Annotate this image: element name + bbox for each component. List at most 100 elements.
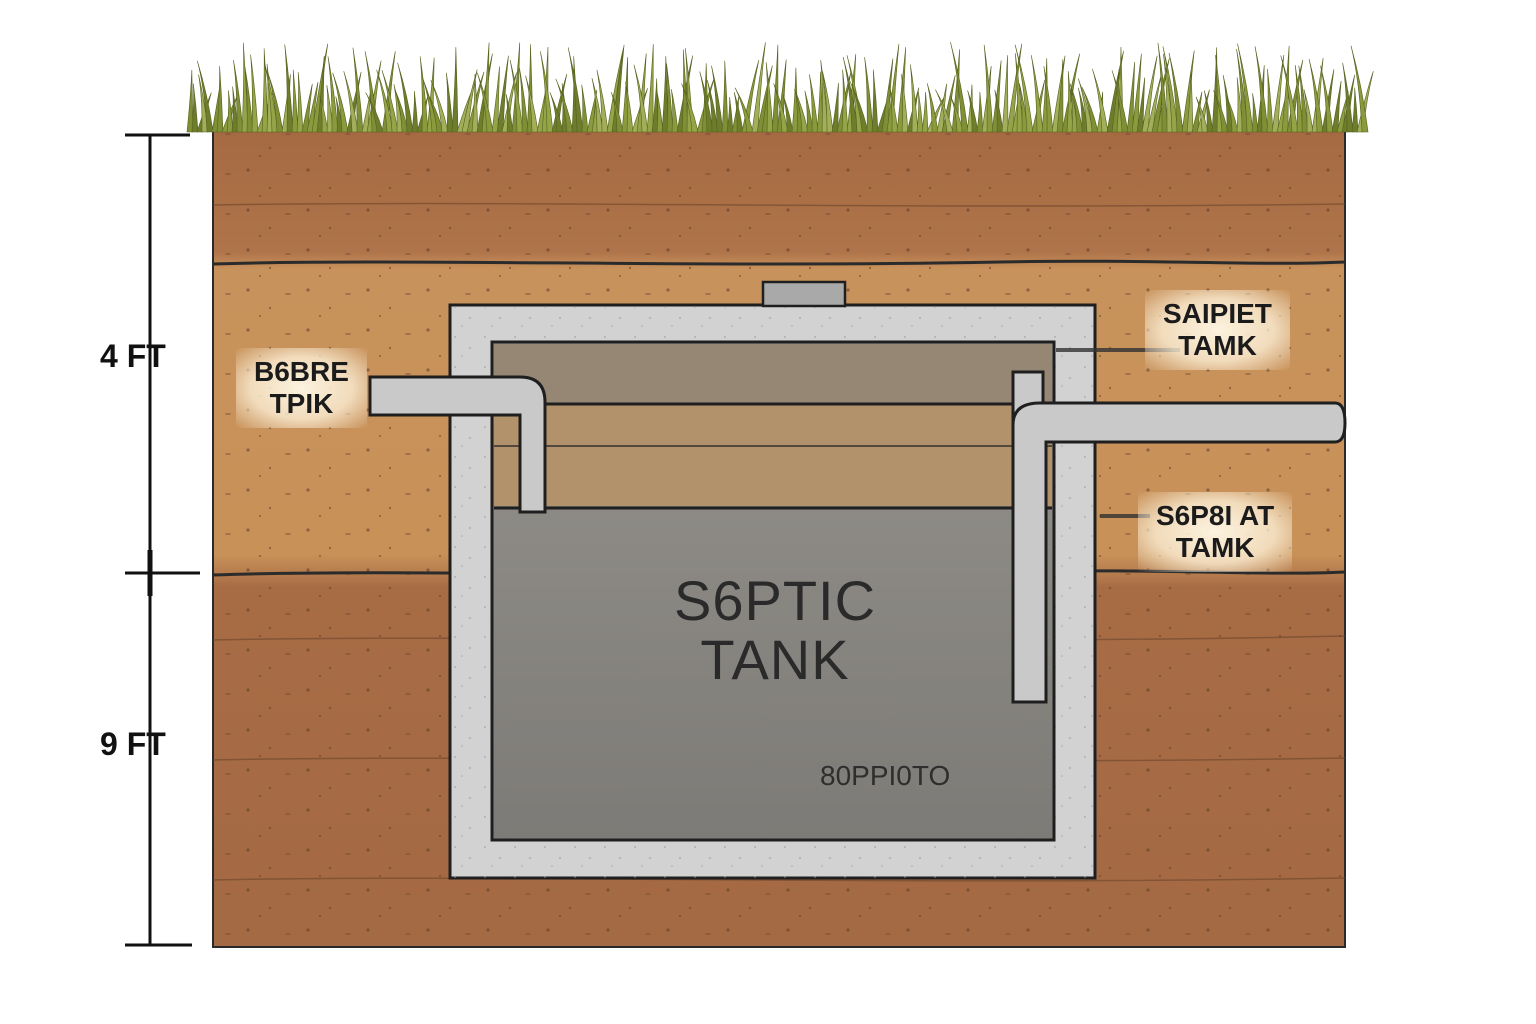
inlet-pipe [368, 375, 547, 514]
grass-blade [186, 70, 194, 133]
grass-blade [1056, 59, 1064, 133]
grass-blade [555, 78, 574, 133]
dimension-upper-label: 4 FT [100, 338, 166, 374]
dimension-line [125, 133, 200, 947]
grass-blade [1186, 71, 1194, 133]
grass-blade [656, 90, 664, 133]
grass-blade [451, 47, 459, 133]
grass-blade [976, 91, 984, 133]
grass-blade [916, 91, 924, 133]
grass-blade [1131, 53, 1142, 133]
grass-blade [1092, 68, 1109, 133]
grass-blade [773, 83, 789, 133]
grass-blade [864, 57, 874, 133]
grass-blade [983, 44, 994, 133]
grass-blade [871, 69, 879, 133]
grass-blade [1141, 55, 1158, 133]
tank-main-label-line1: S6PTIC [673, 569, 877, 632]
upper-right-label-line1: SAIPIET [1163, 298, 1272, 329]
grass-blade [496, 55, 509, 133]
grass-blade [301, 83, 313, 133]
grass-blade [1351, 87, 1359, 133]
grass-blade [197, 60, 214, 133]
grass-blade [397, 62, 414, 133]
grass-blade [581, 84, 589, 133]
grass-blade [888, 84, 899, 133]
grass-blade [967, 90, 979, 133]
grass-blade [910, 64, 919, 133]
grass-blade [771, 44, 779, 133]
grass-blade [809, 74, 819, 133]
grass-blade [1162, 46, 1179, 133]
grass-blade [1308, 58, 1324, 133]
grass-blade [1126, 61, 1135, 133]
grass-blade [1266, 68, 1274, 133]
grass-blade [936, 83, 947, 133]
grass-blade [250, 54, 259, 133]
grass-blade [681, 83, 699, 133]
grass-layer [186, 41, 1374, 133]
inlet-label-line2: TPIK [269, 388, 334, 419]
grass-blade [935, 89, 954, 133]
grass-blade [476, 72, 494, 133]
grass-blade [765, 62, 774, 133]
lower-right-label-line2: TAMK [1175, 532, 1255, 563]
grass-blade [519, 67, 529, 133]
grass-blade [1043, 66, 1054, 133]
grass-blade [1111, 70, 1129, 133]
grass-blade [1001, 55, 1009, 133]
grass-blade [461, 69, 478, 133]
grass-blade [525, 75, 539, 133]
grass-blade [352, 47, 364, 133]
grass-blade [471, 74, 479, 133]
grass-blade [822, 71, 834, 133]
grass-blade [426, 92, 444, 133]
grass-blade [430, 80, 449, 133]
grass-blade [950, 41, 969, 133]
grass-blade [1342, 62, 1354, 133]
grass-blade [549, 92, 564, 133]
grass-blade [491, 66, 500, 133]
grass-blade [1014, 44, 1034, 133]
grass-blade [751, 42, 766, 133]
grass-blade [994, 89, 1004, 133]
upper-right-label: SAIPIET TAMK [1145, 290, 1290, 370]
grass-blade [1204, 90, 1214, 133]
grass-blade [733, 92, 744, 133]
grass-blade [711, 65, 724, 133]
grass-blade [1251, 93, 1259, 133]
grass-blade [734, 87, 754, 133]
grass-blade [365, 92, 384, 133]
grass-blade [1006, 43, 1023, 133]
grass-blade [567, 47, 584, 133]
tank-mark-label: 80PPI0TO [820, 760, 951, 791]
grass-blade [343, 71, 359, 133]
grass-blade [611, 92, 624, 133]
grass-blade [419, 56, 429, 133]
grass-blade [1191, 91, 1203, 133]
grass-blade [666, 63, 674, 133]
grass-blade [332, 72, 349, 133]
grass-blade [1157, 42, 1169, 133]
grass-blade [509, 59, 524, 133]
grass-blade [1069, 83, 1084, 133]
inlet-label-line1: B6BRE [254, 356, 349, 387]
grass-blade [216, 66, 224, 133]
grass-blade [291, 69, 299, 133]
grass-blade [646, 44, 654, 133]
grass-blade [1331, 80, 1342, 133]
grass-blade [1136, 77, 1146, 133]
grass-blade [1271, 54, 1285, 133]
grass-blade [1237, 43, 1254, 133]
grass-blade [296, 72, 304, 133]
septic-tank [448, 280, 1097, 880]
grass-blade [1303, 89, 1314, 133]
grass-blade [505, 94, 514, 133]
grass-blade [782, 93, 794, 133]
tank-main-label-line2: TANK [700, 627, 850, 691]
upper-right-label-line2: TAMK [1178, 330, 1257, 361]
grass-blade [381, 70, 399, 133]
grass-blade [319, 95, 329, 133]
